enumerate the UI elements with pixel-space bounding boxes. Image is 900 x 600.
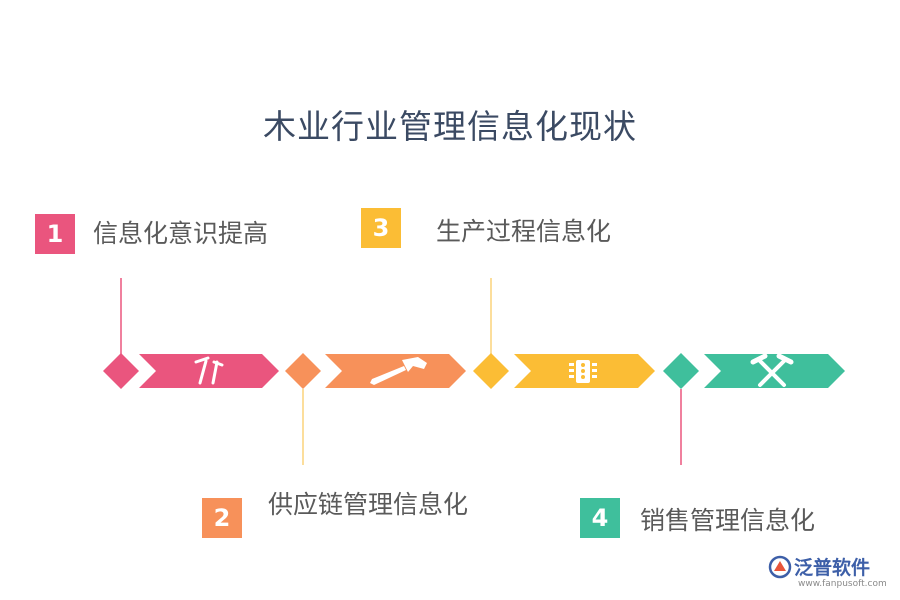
crossed-hammers-icon	[750, 353, 794, 387]
step-label-2: 供应链管理信息化	[268, 490, 469, 519]
hammer-pair-icon	[194, 356, 224, 385]
watermark-url: www.fanpusoft.com	[798, 579, 887, 589]
page-title: 木业行业管理信息化现状	[263, 107, 637, 146]
hammer-icon	[370, 357, 427, 385]
step-badge-4: 4	[580, 498, 620, 538]
step-label-4: 销售管理信息化	[640, 506, 816, 535]
step-badge-1: 1	[35, 214, 75, 254]
traffic-light-icon	[569, 360, 597, 383]
step-label-1: 信息化意识提高	[93, 219, 269, 248]
step-badge-2: 2	[202, 498, 242, 538]
arrow-segment-1	[139, 354, 279, 388]
diamond-4	[663, 353, 699, 389]
step-badge-3: 3	[361, 208, 401, 248]
fanpu-logo-icon	[768, 555, 792, 579]
diamond-2	[285, 353, 321, 389]
watermark: 泛普软件 www.fanpusoft.com	[768, 553, 893, 597]
watermark-brand: 泛普软件	[794, 557, 871, 579]
step-label-3: 生产过程信息化	[436, 217, 612, 246]
diamond-3	[473, 353, 509, 389]
diamond-1	[103, 353, 139, 389]
